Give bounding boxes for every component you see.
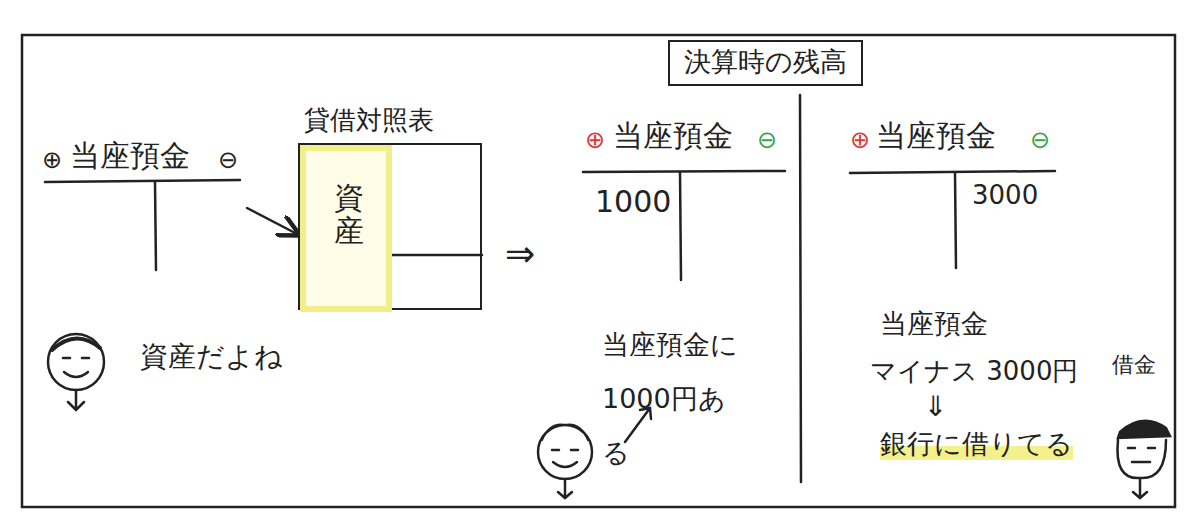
t-account: ⊕ 当座預金 ⊖ xyxy=(40,138,245,270)
t-account-line xyxy=(155,182,156,270)
credit-amount: 3000 xyxy=(972,180,1038,211)
note-text: 当座預金 xyxy=(880,308,988,340)
down-arrow: ⇓ xyxy=(924,390,947,424)
balance-sheet: 貸借対照表資産 xyxy=(298,143,482,310)
implies-arrow: ⇒ xyxy=(505,232,535,275)
minus-sign: ⊖ xyxy=(1030,126,1050,155)
account-name: 当座預金 xyxy=(876,118,996,154)
connector-arrow xyxy=(247,208,298,235)
minus-sign: ⊖ xyxy=(757,126,777,155)
minus-sign: ⊖ xyxy=(218,146,238,175)
character-name: 借金 xyxy=(1112,352,1156,378)
plus-sign: ⊕ xyxy=(850,126,870,155)
frame xyxy=(22,35,1175,507)
face-figure xyxy=(538,425,592,498)
t-account-line xyxy=(680,172,681,280)
t-account-line xyxy=(955,173,956,268)
plus-sign: ⊕ xyxy=(42,146,62,175)
speech-note: 資産だよね xyxy=(140,340,283,374)
note-text: 当座預金に 1000円ある xyxy=(602,318,752,480)
plus-sign: ⊕ xyxy=(585,126,605,155)
t-account-line xyxy=(583,171,785,172)
divider-line xyxy=(800,95,801,482)
t-account: ⊕ 当座預金 ⊖ 1000 xyxy=(583,118,788,280)
account-name: 当座預金 xyxy=(70,138,190,174)
face-figure xyxy=(48,334,104,410)
balance-sheet-line xyxy=(390,254,482,257)
asset-column: 資産 xyxy=(300,145,392,312)
t-account-line xyxy=(850,171,1055,173)
face-figure xyxy=(1117,421,1170,498)
note-text: マイナス 3000円 xyxy=(870,356,1078,387)
sheet-heading: 貸借対照表 xyxy=(304,105,434,136)
t-account: ⊕当座預金 ⊖ 3000 xyxy=(850,118,1060,270)
account-name: 当座預金 xyxy=(613,118,733,154)
asset-name: 資産 xyxy=(334,181,364,247)
title-text: 決算時の残高 xyxy=(684,46,847,78)
t-account-line xyxy=(45,180,240,182)
debit-amount: 1000 xyxy=(595,184,671,220)
title-box: 決算時の残高 xyxy=(668,40,863,86)
note-text: 銀行に借りてる xyxy=(880,428,1073,460)
